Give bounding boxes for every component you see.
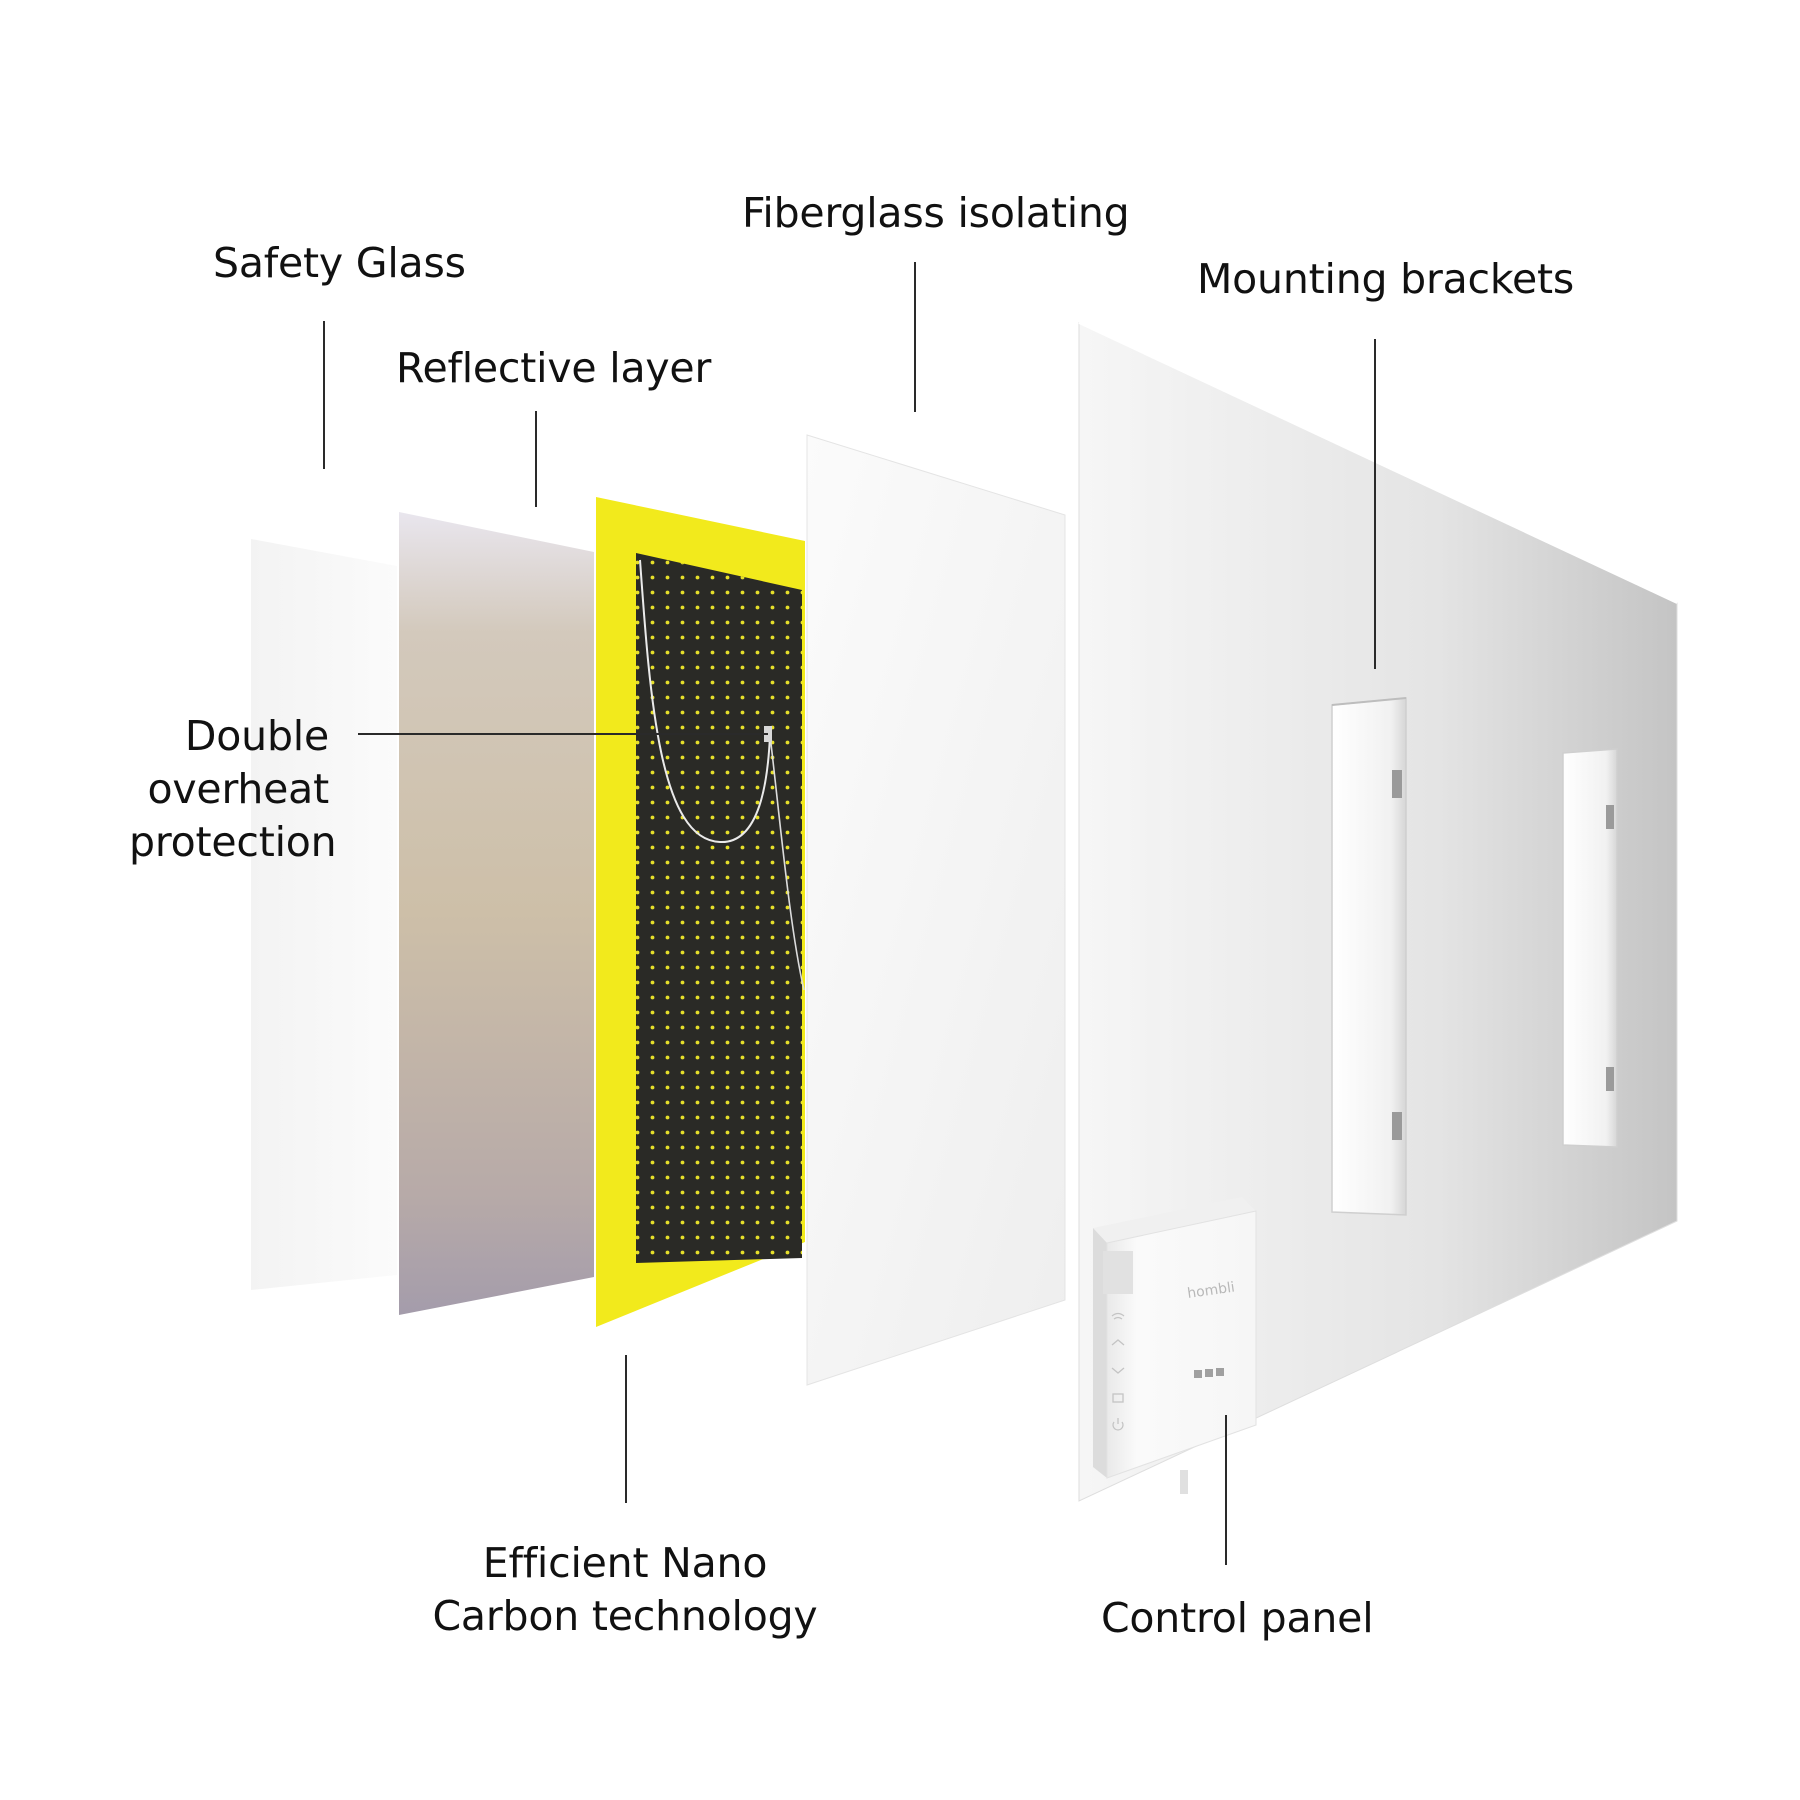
label-line: protection bbox=[129, 818, 337, 866]
leader-reflective-layer bbox=[535, 411, 537, 507]
chevron-down-icon bbox=[1111, 1367, 1125, 1374]
label-mounting-brackets: Mounting brackets bbox=[1197, 255, 1575, 303]
nano-carbon-heating-film bbox=[596, 497, 805, 1327]
label-reflective-layer: Reflective layer bbox=[396, 344, 712, 392]
control-brand-logo: hombli bbox=[1186, 1279, 1236, 1301]
leader-control-panel bbox=[1225, 1415, 1227, 1565]
leader-overheat-protection bbox=[358, 733, 768, 735]
control-display bbox=[1103, 1251, 1133, 1294]
leader-nano-carbon bbox=[625, 1355, 627, 1503]
label-line: Double bbox=[184, 712, 329, 760]
label-line: Efficient Nano bbox=[482, 1539, 768, 1587]
label-control-panel: Control panel bbox=[1101, 1594, 1374, 1642]
mounting-bracket-right bbox=[1562, 748, 1618, 1148]
label-double-overheat-protection: Double overheat protection bbox=[129, 710, 337, 869]
chevron-up-icon bbox=[1111, 1339, 1125, 1346]
control-panel-box: hombli bbox=[1093, 1197, 1257, 1494]
leader-fiberglass bbox=[914, 262, 916, 412]
label-line: Carbon technology bbox=[432, 1592, 818, 1640]
timer-icon bbox=[1112, 1393, 1124, 1403]
label-safety-glass: Safety Glass bbox=[213, 239, 466, 287]
mounting-bracket-left bbox=[1331, 697, 1407, 1216]
overheat-sensor bbox=[764, 726, 772, 742]
power-icon bbox=[1112, 1418, 1124, 1431]
wifi-icon bbox=[1111, 1312, 1125, 1320]
leader-safety-glass bbox=[323, 321, 325, 469]
label-line: overheat bbox=[147, 765, 329, 813]
leader-mounting-brackets bbox=[1374, 339, 1376, 669]
reflective-layer bbox=[399, 512, 594, 1315]
safety-glass-layer bbox=[251, 539, 397, 1290]
label-nano-carbon-technology: Efficient Nano Carbon technology bbox=[425, 1537, 825, 1643]
certification-marks-icon bbox=[1194, 1368, 1224, 1378]
fiberglass-layer bbox=[806, 434, 1066, 1386]
label-fiberglass-isolating: Fiberglass isolating bbox=[742, 189, 1130, 237]
